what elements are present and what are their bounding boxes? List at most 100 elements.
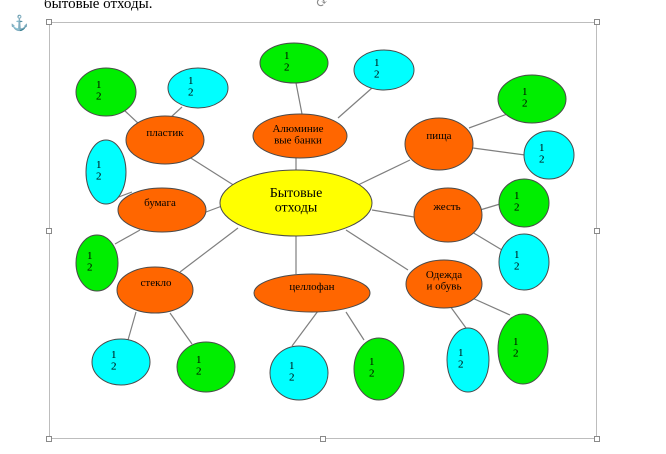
category-node-aluminum[interactable] [252, 113, 348, 159]
leaf-node-glass-1[interactable] [91, 338, 151, 386]
category-node-plastic-label-line-1: пластик [146, 127, 184, 139]
resize-handle-top-right[interactable] [594, 19, 600, 25]
connector-food-leaf-1 [468, 112, 511, 129]
category-node-clothes[interactable] [405, 259, 483, 309]
category-node-food-label-line-1: пища [426, 130, 451, 142]
leaf-node-aluminum-2-label-line-2: 2 [374, 69, 380, 81]
category-node-food-label: пища [426, 130, 451, 142]
leaf-node-paper-2[interactable] [75, 234, 119, 292]
document-text-line: бытовые отходы. [44, 0, 153, 12]
resize-handle-bottom-right[interactable] [594, 436, 600, 442]
category-node-cellophane[interactable] [253, 273, 371, 313]
leaf-node-paper-2-label-line-1: 1 [87, 250, 93, 262]
leaf-node-cellophane-1[interactable] [269, 345, 329, 401]
leaf-node-tin-1[interactable] [498, 178, 550, 228]
connector-aluminum-leaf-2 [337, 87, 373, 119]
anchor-icon[interactable]: ⚓ [10, 16, 29, 32]
leaf-node-clothes-1-label-line-2: 2 [458, 359, 464, 371]
leaf-node-cellophane-2[interactable] [353, 337, 405, 401]
leaf-node-food-1-label-line-2: 2 [522, 98, 528, 110]
leaf-node-plastic-1-label-line-2: 2 [96, 91, 102, 103]
resize-handle-bottom-left[interactable] [46, 436, 52, 442]
connector-cellophane-leaf-2 [345, 311, 365, 341]
leaf-node-tin-1-label-line-2: 2 [514, 202, 520, 214]
leaf-node-cellophane-1-label-line-2: 2 [289, 372, 295, 384]
leaf-node-clothes-1[interactable] [446, 327, 490, 393]
connector-cellophane-leaf-1 [291, 310, 319, 347]
leaf-node-clothes-1-label-line-1: 1 [458, 347, 464, 359]
center-node-label-line-2: отходы [275, 201, 318, 216]
category-node-tin[interactable] [413, 187, 483, 243]
category-node-plastic[interactable] [125, 115, 205, 165]
connector-glass-leaf-1 [127, 311, 137, 341]
leaf-node-plastic-2[interactable] [167, 67, 229, 109]
connector-tin-leaf-2 [471, 231, 503, 251]
category-node-glass-label-line-1: стекло [141, 277, 172, 289]
resize-handle-middle-left[interactable] [46, 228, 52, 234]
resize-handle-top-left[interactable] [46, 19, 52, 25]
leaf-node-aluminum-1-label-line-2: 2 [284, 62, 290, 74]
resize-handle-bottom-middle[interactable] [320, 436, 326, 442]
connector-lines [114, 82, 526, 347]
leaf-node-glass-1-label-line-2: 2 [111, 361, 117, 373]
leaf-node-food-2-label-line-1: 1 [539, 142, 545, 154]
connector-tin-leaf-1 [479, 203, 501, 211]
center-node[interactable] [219, 169, 373, 237]
center-node-label-line-1: Бытовые [270, 186, 323, 201]
leaf-node-glass-2-label-line-1: 1 [196, 354, 202, 366]
leaf-node-plastic-1[interactable] [75, 67, 137, 117]
category-node-tin-label: жесть [432, 201, 460, 213]
resize-handle-middle-right[interactable] [594, 228, 600, 234]
leaf-node-aluminum-2-label-line-1: 1 [374, 57, 380, 69]
connector-center-plastic [185, 154, 236, 187]
connector-clothes-leaf-1 [449, 305, 467, 329]
connector-center-food [357, 159, 411, 186]
leaf-node-plastic-2-label-line-2: 2 [188, 87, 194, 99]
connector-center-paper [205, 205, 223, 213]
connector-center-clothes [345, 229, 409, 271]
leaf-node-glass-2[interactable] [176, 341, 236, 393]
leaf-node-food-2-label-line-2: 2 [539, 154, 545, 166]
leaf-node-paper-1[interactable] [85, 139, 127, 205]
connector-food-leaf-2 [472, 147, 526, 156]
category-node-aluminum-label-line-2: вые банки [274, 135, 322, 147]
category-node-cellophane-label: целлофан [289, 281, 334, 293]
connector-glass-leaf-2 [169, 312, 193, 345]
leaf-node-tin-2[interactable] [498, 233, 550, 291]
leaf-node-clothes-2-label-line-1: 1 [513, 336, 519, 348]
leaf-node-paper-1-label-line-2: 2 [96, 171, 102, 183]
leaf-node-aluminum-2[interactable] [353, 49, 415, 91]
leaf-node-aluminum-1[interactable] [259, 42, 329, 84]
leaf-node-paper-1-label-line-1: 1 [96, 159, 102, 171]
leaf-node-paper-2-label-line-2: 2 [87, 262, 93, 274]
leaf-node-food-1[interactable] [497, 74, 567, 124]
leaf-node-clothes-2[interactable] [497, 313, 549, 385]
category-node-aluminum-label-line-1: Алюминие [272, 123, 323, 135]
leaf-node-tin-2-label-line-2: 2 [514, 261, 520, 273]
leaf-node-food-2[interactable] [523, 130, 575, 180]
rotate-handle-icon[interactable]: ⟳ [316, 0, 328, 11]
connector-center-glass [179, 227, 239, 273]
leaf-node-cellophane-2-label-line-2: 2 [369, 368, 375, 380]
category-node-food[interactable] [404, 117, 474, 171]
category-node-glass[interactable] [116, 266, 194, 314]
connector-clothes-leaf-2 [469, 296, 511, 316]
category-node-paper[interactable] [117, 187, 207, 233]
